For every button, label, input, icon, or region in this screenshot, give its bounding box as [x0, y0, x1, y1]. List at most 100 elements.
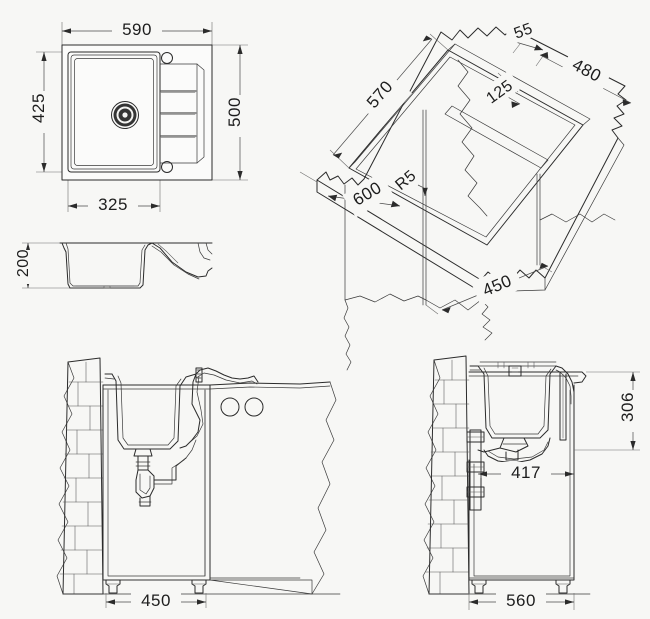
cutout-divider-bar: [444, 105, 549, 169]
cabinet-break-wave-a: [344, 293, 427, 303]
waste-trap-assembly: [133, 439, 197, 507]
dim-label-325: 325: [98, 195, 128, 214]
cutout-inner: [355, 56, 576, 238]
tap-detail: [196, 369, 202, 379]
drainer-slope-inner: [151, 245, 200, 280]
drainer-sweep2: [555, 369, 572, 405]
dim-590: 590: [62, 20, 212, 40]
dim-label-590: 590: [122, 20, 152, 39]
tap-column: [559, 371, 567, 441]
drainer-sweep: [555, 365, 575, 405]
center-clip: [508, 365, 522, 377]
cabinet-break-wave-b: [425, 299, 482, 311]
dim-570: 570: [329, 33, 449, 169]
wall-break-edge: [56, 361, 75, 595]
brick-courses-r: [425, 359, 470, 595]
floor-extension: [209, 579, 313, 595]
dim-450-iso: 450: [425, 262, 553, 315]
dim-label-200: 200: [15, 249, 32, 277]
dim-55: 55: [503, 14, 544, 67]
drainer-profile-front: [195, 367, 259, 383]
waste-body: [137, 455, 149, 471]
waste-strainer-side: [499, 437, 529, 453]
sink-rim-clips: [497, 361, 535, 369]
waste-run-side: [477, 447, 501, 453]
dim-425: 425: [29, 52, 54, 172]
side-installation-view: 306 417 560: [422, 355, 643, 610]
isometric-view: 570 600 55 480: [299, 14, 632, 371]
dim-560: 560: [468, 590, 575, 610]
bowl-rim-mid: [70, 54, 158, 170]
bowl-rim-outer: [67, 51, 161, 173]
waste-pipe-run2: [153, 459, 185, 485]
dim-450-front: 450: [105, 590, 207, 610]
tap-hole-lower: [161, 161, 173, 173]
waste-body-side: [505, 449, 519, 461]
worktop-side-line: [468, 371, 587, 384]
cabinet-inner-r: [473, 389, 571, 577]
drainer-groove-line: [157, 243, 179, 264]
drainer-edge: [196, 63, 205, 164]
worktop-top-face: [316, 25, 627, 281]
cutout-flange-left: [348, 43, 456, 169]
waste-strainer: [133, 448, 153, 457]
plan-extension-lines: [36, 22, 248, 212]
sink-bowl-front-inner: [117, 375, 182, 446]
drainer-slope: [151, 242, 213, 278]
drainer-lip2: [205, 242, 213, 255]
bowl-lip-left2: [104, 377, 115, 380]
drainer-underside2: [187, 375, 204, 445]
tap-hole-left: [220, 397, 240, 417]
vertical-waste-pipe: [466, 429, 485, 511]
dim-306: 306: [574, 371, 643, 451]
dim-label-306: 306: [618, 392, 637, 422]
bowl-rim-inner: [74, 58, 154, 166]
waste-assembly-side: [477, 437, 529, 461]
waste-pipe-up: [185, 439, 197, 459]
cabinet-feet: [105, 579, 207, 594]
dim-200: 200: [15, 242, 72, 289]
plan-view: 590 500 425 325: [29, 20, 250, 215]
waste-drain: [111, 101, 139, 129]
tap-hole-upper: [161, 52, 173, 64]
front-installation-view: 450: [56, 357, 341, 610]
drainer-grooves: [160, 90, 197, 138]
drainer-area: [159, 63, 198, 164]
p-trap-inner: [139, 473, 151, 495]
counter-break-wave: [311, 381, 337, 595]
drainer-profile-front2: [195, 372, 258, 385]
dim-label-450-front: 450: [141, 591, 171, 610]
pipe-body: [469, 429, 482, 511]
dim-label-417: 417: [511, 463, 541, 482]
dim-125: 125: [476, 70, 522, 112]
brick-courses: [59, 361, 104, 595]
dim-label-425: 425: [29, 93, 48, 123]
dim-417: 417: [478, 462, 574, 482]
dim-label-560: 560: [506, 591, 536, 610]
worktop-far-edge: [544, 137, 625, 291]
dim-label-500: 500: [225, 97, 244, 127]
cutout-flange-rear: [447, 43, 591, 126]
p-trap-bowl: [135, 469, 155, 499]
worktop-break-wave-right: [539, 213, 616, 223]
wall-break-edge-r: [422, 359, 441, 595]
cabinet-left-break: [343, 184, 352, 371]
sink-bowl-side-inner: [483, 367, 552, 435]
cabinet-feet-r: [471, 579, 571, 594]
dim-label-55: 55: [512, 20, 535, 42]
bowl-drain-mark: [103, 285, 111, 289]
dim-325: 325: [68, 195, 160, 215]
worktop-break-wave-rear: [457, 59, 488, 217]
bowl-underside-sweep2: [487, 441, 549, 460]
tap-body: [195, 367, 203, 383]
cabinet-outline-r: [468, 384, 575, 581]
pipe-seg: [469, 451, 482, 463]
worktop-front-line: [102, 381, 331, 386]
bowl-underside-sweep: [483, 437, 551, 464]
drainer-lip: [197, 242, 211, 261]
sink-bowl-front: [111, 373, 197, 450]
center-clip-detail: [511, 367, 519, 373]
tap-hole-right: [244, 397, 264, 417]
dim-500: 500: [225, 45, 250, 180]
